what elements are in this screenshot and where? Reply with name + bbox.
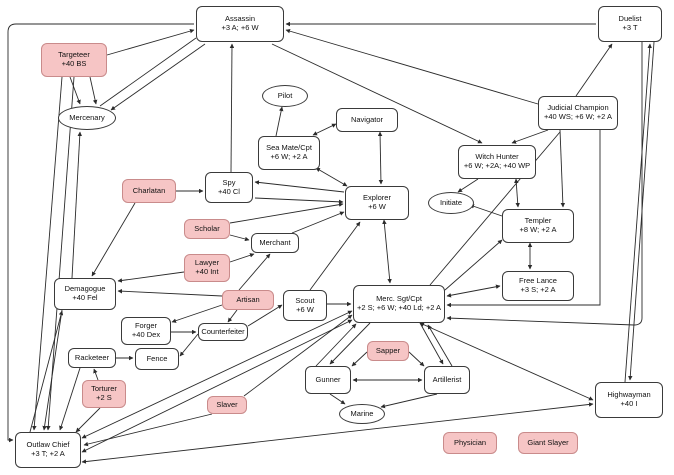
node-scholar-label: Scholar [194,223,220,233]
node-marine[interactable]: Marine [339,404,385,424]
node-templer-bonus: +8 W; +2 A [519,225,557,234]
node-witch_hunter-label: Witch Hunter [475,152,519,162]
node-lawyer[interactable]: Lawyer+40 Int [184,254,230,282]
node-explorer[interactable]: Explorer+6 W [345,186,409,220]
node-lawyer-bonus: +40 Int [195,267,219,276]
node-witch_hunter[interactable]: Witch Hunter+6 W; +2A; +40 WP [458,145,536,179]
node-targeteer-label: Targeteer [58,50,90,60]
node-witch_hunter-bonus: +6 W; +2A; +40 WP [463,161,531,170]
node-judicial_champion-label: Judicial Champion [547,103,609,113]
node-sea_mate_cpt-label: Sea Mate/Cpt [266,143,312,153]
node-physician-label: Physician [453,437,487,447]
node-fence-label: Fence [146,353,168,363]
node-charlatan[interactable]: Charlatan [122,179,176,203]
node-merc_sgt_cpt[interactable]: Merc. Sgt/Cpt+2 S; +6 W; +40 Ld; +2 A [353,285,445,323]
node-assassin-label: Assassin [224,14,255,24]
node-spy-bonus: +40 Cl [218,186,240,196]
node-artillerist-label: Artillerist [432,374,462,384]
node-torturer-bonus: +2 S [96,393,112,402]
node-racketeer-label: Racketeer [74,352,110,362]
node-templer[interactable]: Templer+8 W; +2 A [502,209,574,243]
node-gunner[interactable]: Gunner [305,366,351,394]
node-forger-bonus: +40 Dex [131,330,161,339]
node-spy-label: Spy [222,177,236,187]
node-duelist[interactable]: Duelist+3 T [598,6,662,42]
node-outlaw_chief[interactable]: Outlaw Chief+3 T; +2 A [15,432,81,468]
node-charlatan-label: Charlatan [132,185,166,195]
node-torturer-label: Torturer [91,384,117,394]
node-giant_slayer[interactable]: Giant Slayer [518,432,578,454]
node-mercenary-label: Mercenary [69,112,105,122]
node-artisan-label: Artisan [236,294,260,304]
node-judicial_champion[interactable]: Judicial Champion+40 WS; +6 W; +2 A [538,96,618,130]
node-scout-bonus: +6 W [296,304,314,314]
node-racketeer[interactable]: Racketeer [68,348,116,368]
node-navigator[interactable]: Navigator [336,108,398,132]
node-fence[interactable]: Fence [135,348,179,370]
node-torturer[interactable]: Torturer+2 S [82,380,126,408]
node-duelist-bonus: +3 T [622,23,638,32]
node-highwayman-label: Highwayman [607,390,651,400]
node-sea_mate_cpt[interactable]: Sea Mate/Cpt+6 W; +2 A [258,136,320,170]
node-forger-label: Forger [134,321,158,331]
node-templer-label: Templer [524,216,552,226]
node-slaver[interactable]: Slaver [207,396,247,414]
node-outlaw_chief-bonus: +3 T; +2 A [31,449,65,458]
node-mercenary[interactable]: Mercenary [58,106,116,130]
node-artisan[interactable]: Artisan [222,290,274,310]
node-initiate[interactable]: Initiate [428,192,474,214]
node-navigator-label: Navigator [350,114,384,124]
node-merchant-label: Merchant [259,237,291,247]
node-highwayman[interactable]: Highwayman+40 I [595,382,663,418]
node-artillerist[interactable]: Artillerist [424,366,470,394]
node-explorer-label: Explorer [363,193,391,203]
node-judicial_champion-bonus: +40 WS; +6 W; +2 A [543,112,613,121]
node-sea_mate_cpt-bonus: +6 W; +2 A [270,152,308,161]
node-merc_sgt_cpt-label: Merc. Sgt/Cpt [376,294,422,304]
node-merchant[interactable]: Merchant [251,233,299,253]
node-giant_slayer-label: Giant Slayer [527,437,569,447]
node-pilot-label: Pilot [277,90,293,100]
node-free_lance-label: Free Lance [519,276,557,286]
node-free_lance-bonus: +3 S; +2 A [520,285,556,294]
node-demagogue-bonus: +40 Fel [72,293,98,302]
node-assassin-bonus: +3 A; +6 W [221,23,259,32]
node-physician[interactable]: Physician [443,432,497,454]
node-scout[interactable]: Scout+6 W [283,290,327,321]
node-demagogue[interactable]: Demagogue+40 Fel [54,278,116,310]
node-gunner-label: Gunner [315,374,341,384]
node-highwayman-bonus: +40 I [620,399,638,408]
node-pilot[interactable]: Pilot [262,85,308,107]
node-forger[interactable]: Forger+40 Dex [121,317,171,345]
node-merc_sgt_cpt-bonus: +2 S; +6 W; +40 Ld; +2 A [356,303,442,312]
node-scholar[interactable]: Scholar [184,219,230,239]
node-spy[interactable]: Spy+40 Cl [205,172,253,203]
node-lawyer-label: Lawyer [194,258,220,268]
node-slaver-label: Slaver [216,399,238,409]
node-sapper[interactable]: Sapper [367,341,409,361]
node-targeteer[interactable]: Targeteer+40 BS [41,43,107,77]
node-assassin[interactable]: Assassin+3 A; +6 W [196,6,284,42]
node-scout-label: Scout [295,295,315,305]
node-counterfeiter[interactable]: Counterfeiter [198,323,248,341]
node-marine-label: Marine [350,408,374,418]
node-initiate-label: Initiate [439,197,463,207]
node-sapper-label: Sapper [375,345,401,355]
node-counterfeiter-label: Counterfeiter [201,326,245,336]
node-outlaw_chief-label: Outlaw Chief [26,440,70,450]
node-free_lance[interactable]: Free Lance+3 S; +2 A [502,271,574,301]
node-targeteer-bonus: +40 BS [61,59,87,68]
node-demagogue-label: Demagogue [64,284,106,294]
node-duelist-label: Duelist [618,14,642,24]
node-explorer-bonus: +6 W [368,202,386,211]
